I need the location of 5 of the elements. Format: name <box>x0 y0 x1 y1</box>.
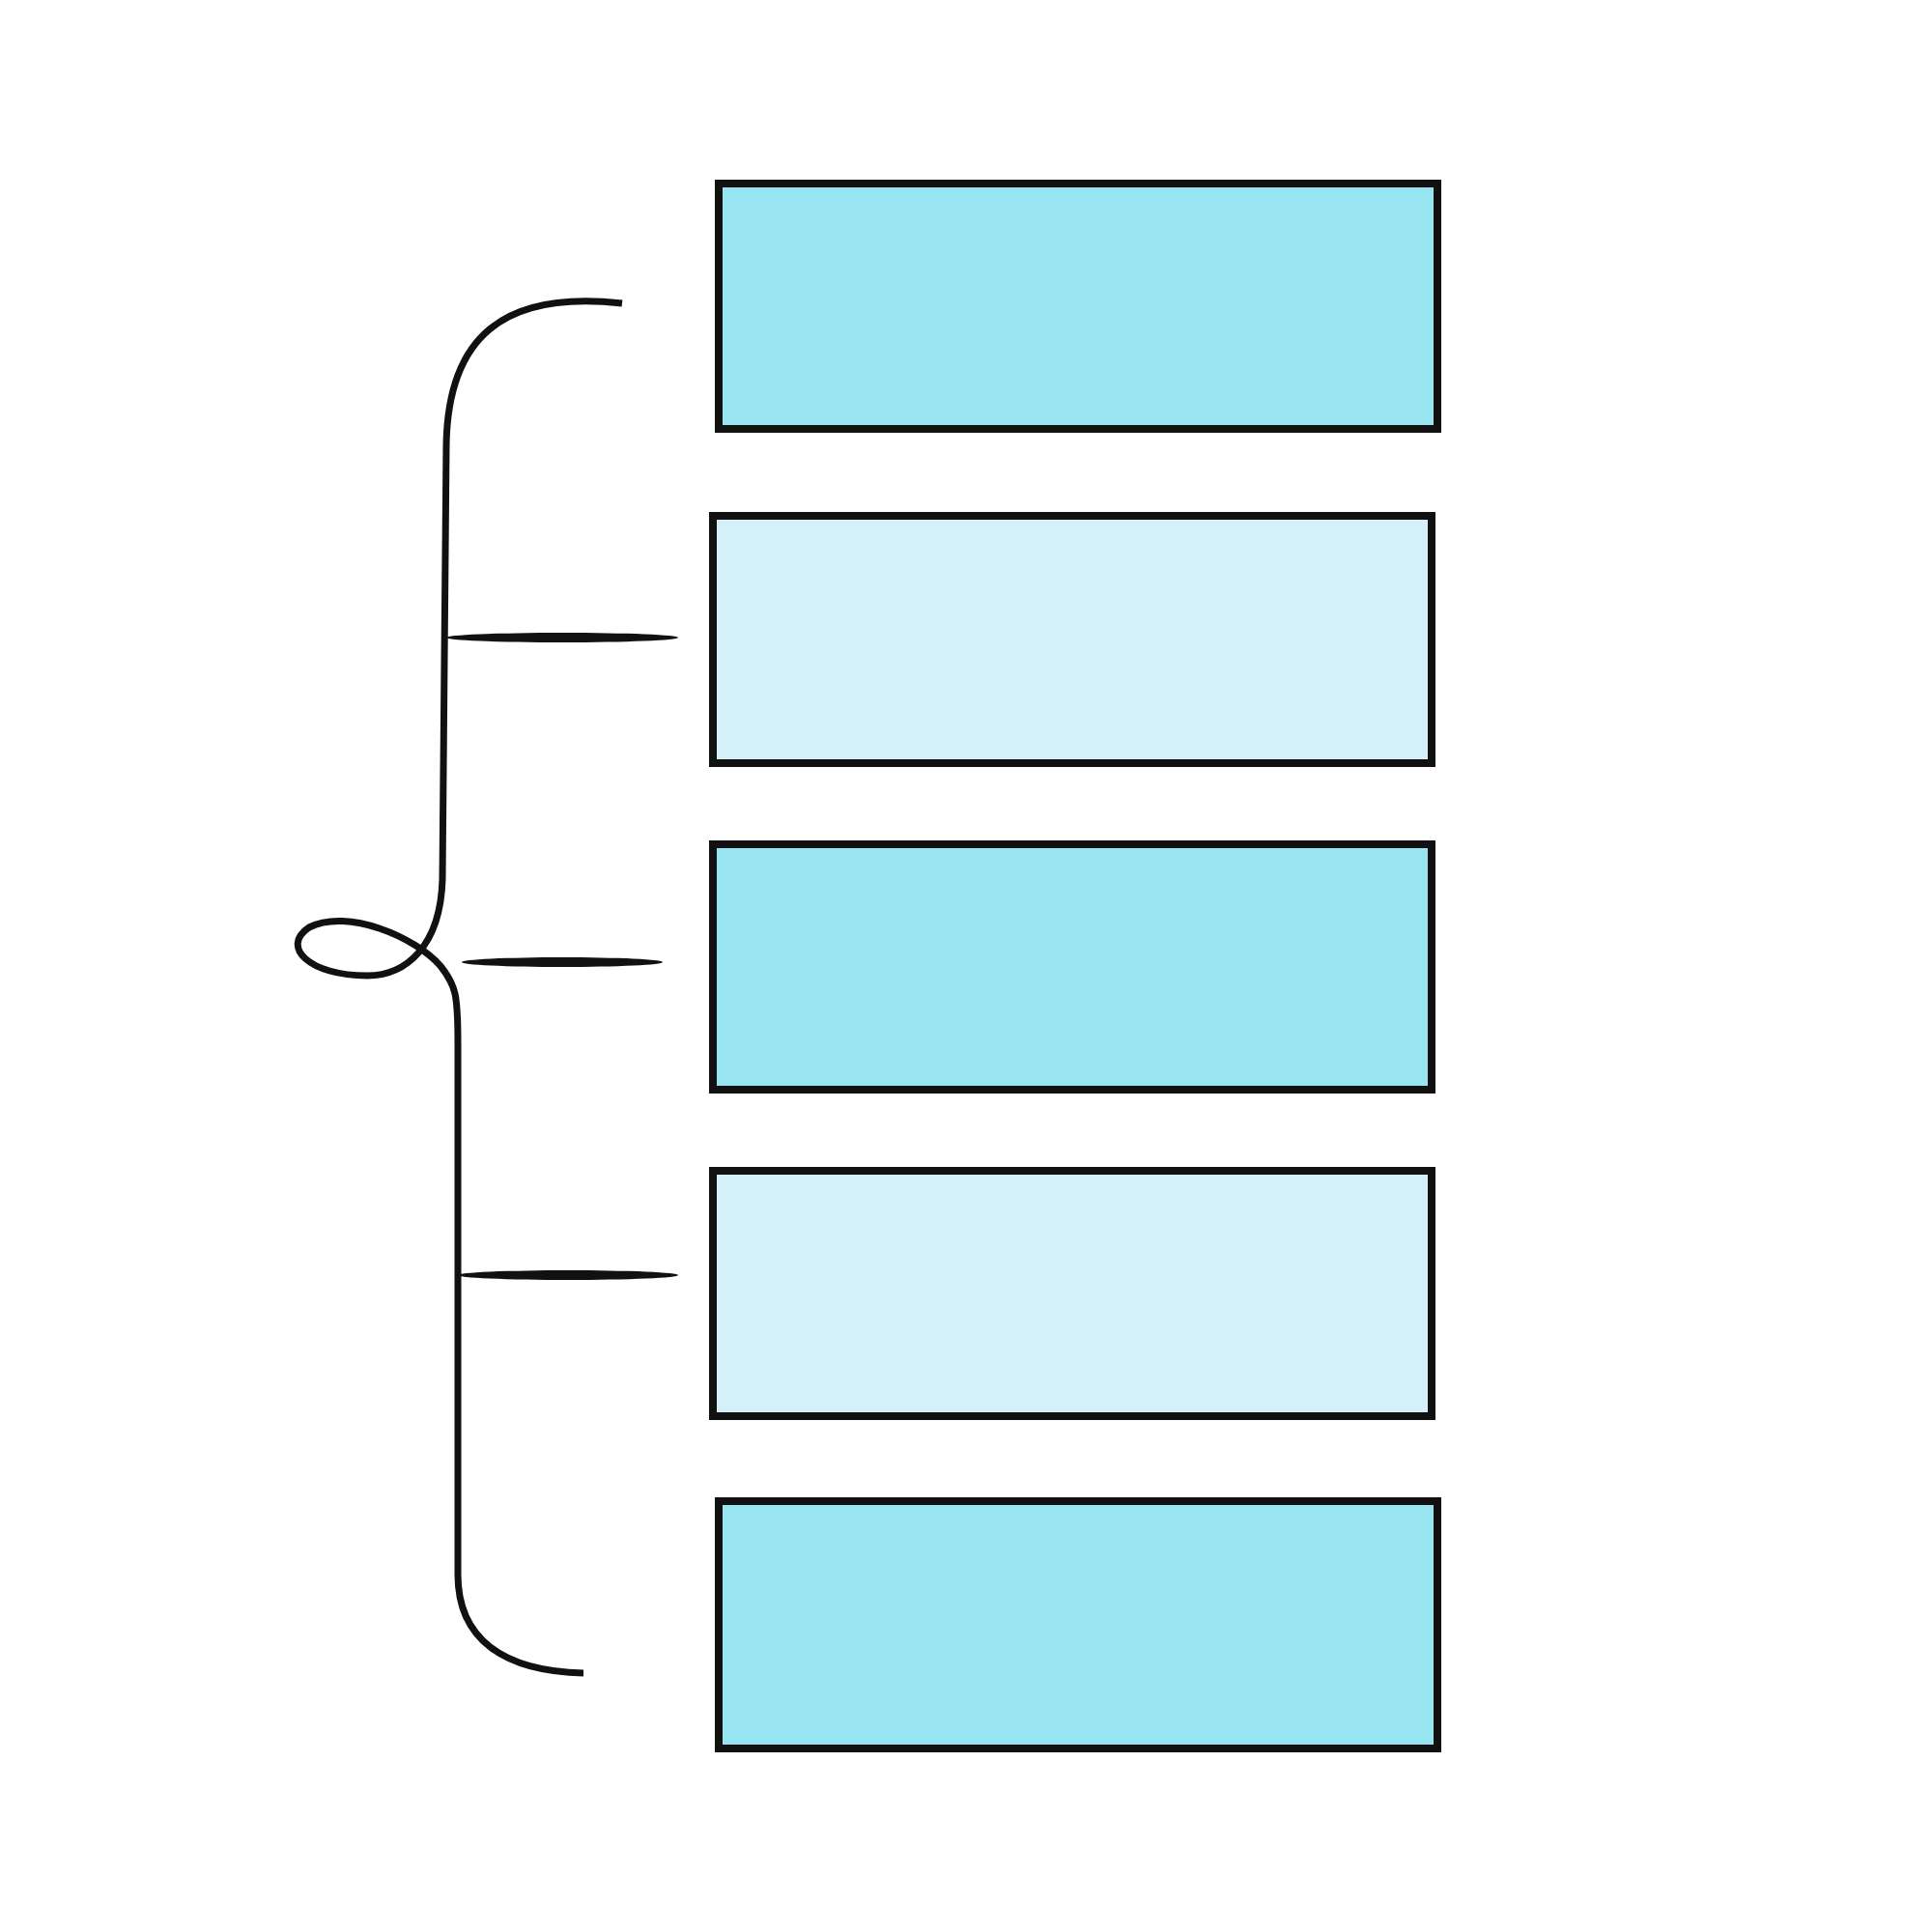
empty-box <box>715 1497 1441 1752</box>
empty-box <box>709 1167 1435 1420</box>
empty-box <box>715 180 1441 433</box>
empty-box <box>709 512 1435 767</box>
empty-box <box>709 840 1435 1094</box>
